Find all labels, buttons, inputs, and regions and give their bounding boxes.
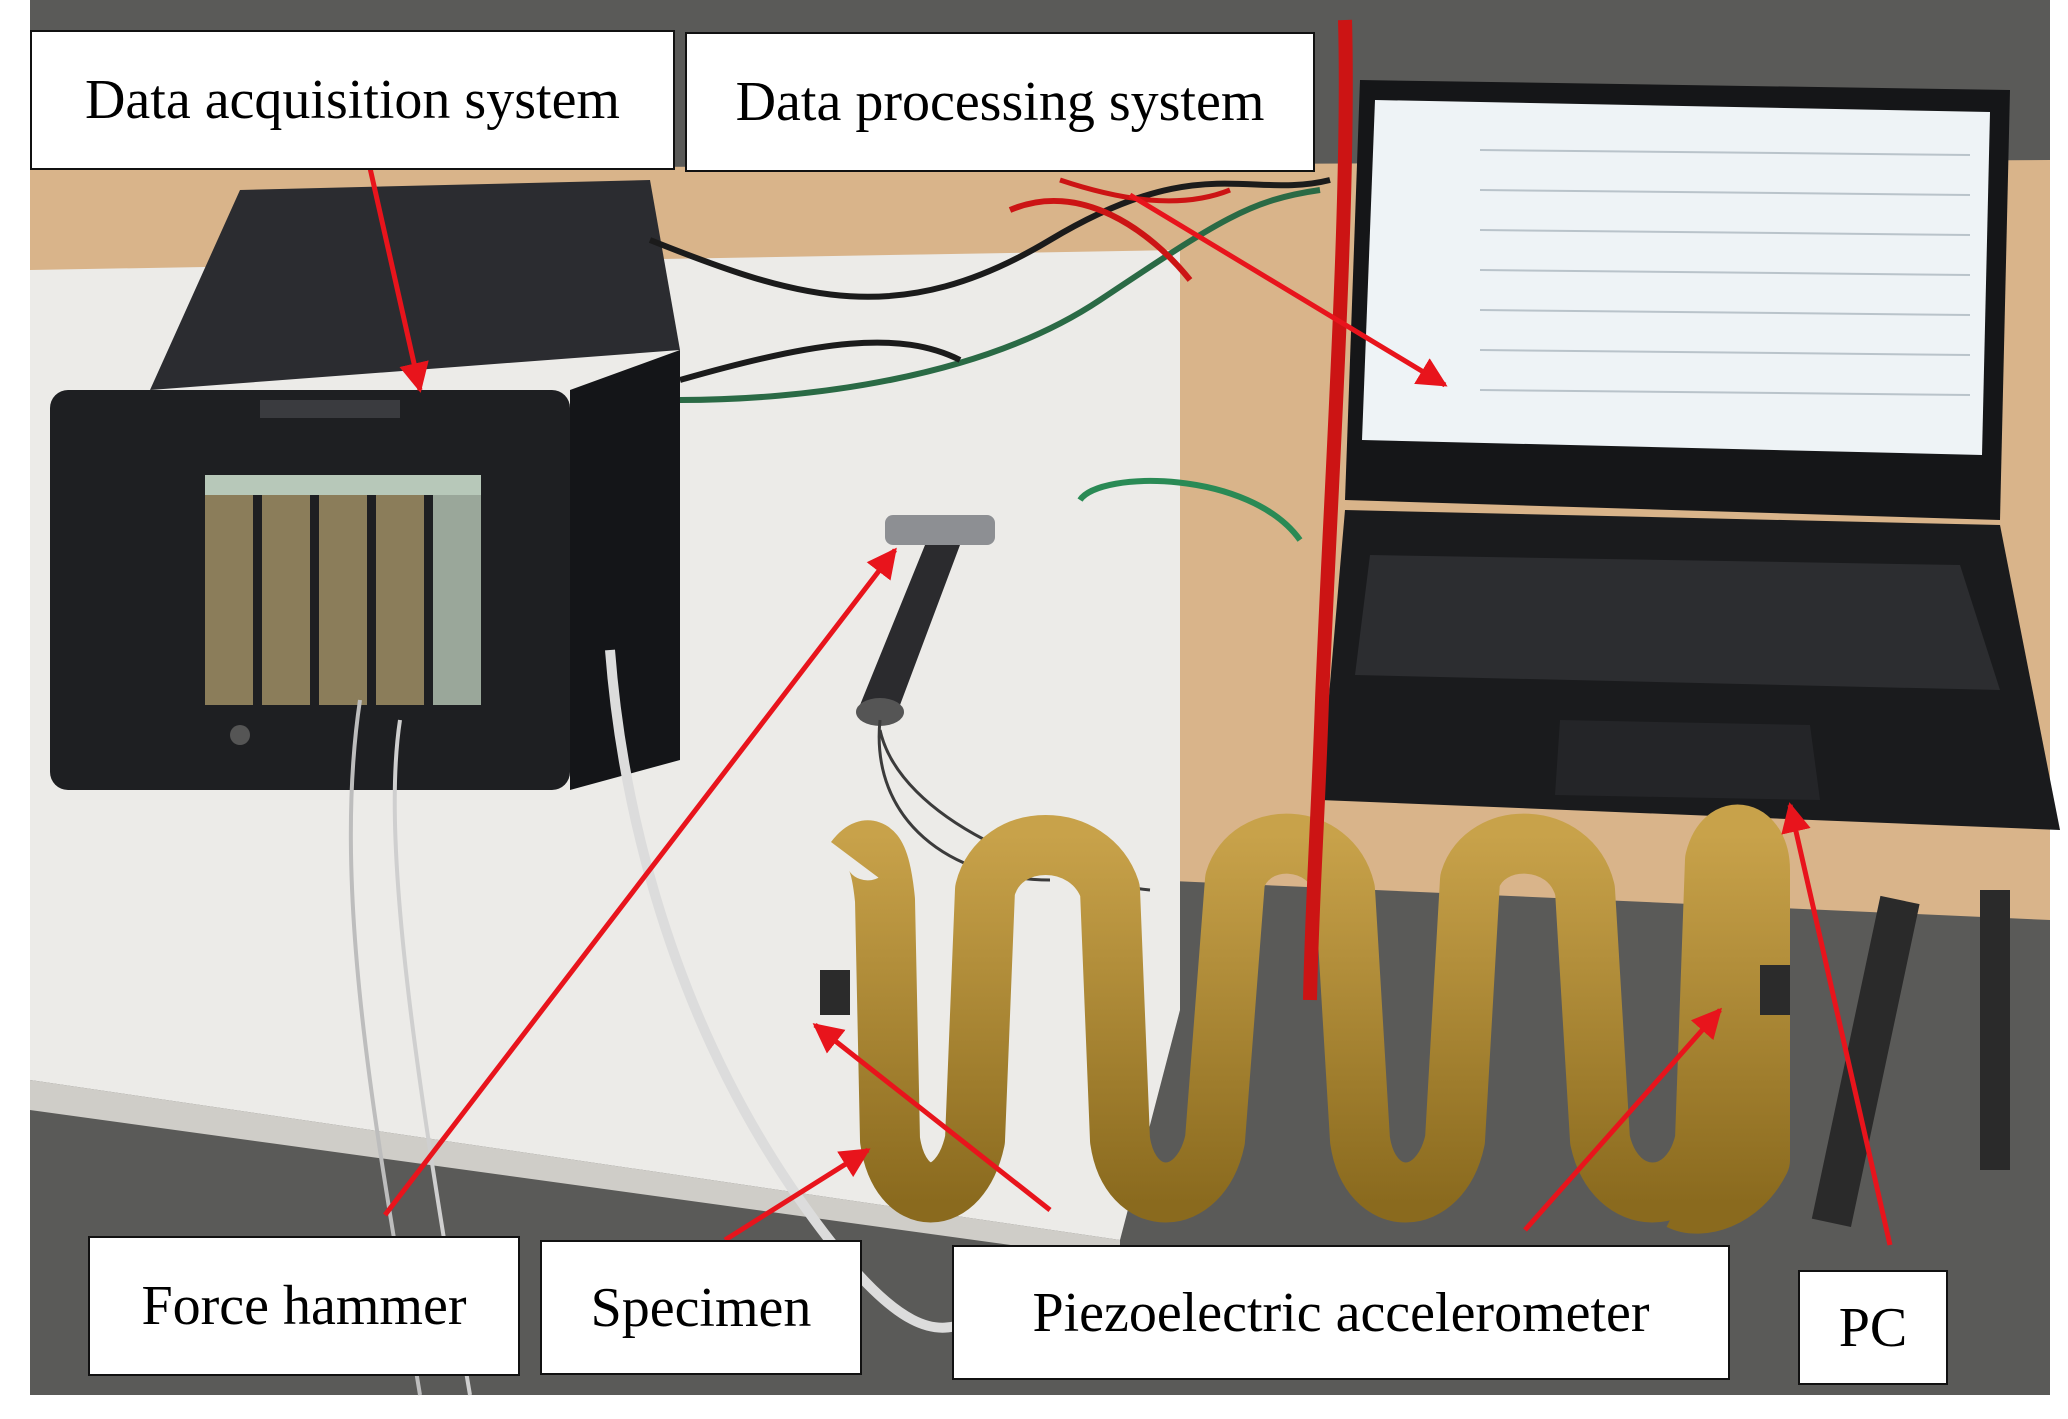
table-leg-left	[1811, 895, 1920, 1227]
label-data-processing-system: Data processing system	[685, 32, 1315, 172]
data-acquisition-device	[50, 180, 680, 790]
label-force-hammer: Force hammer	[88, 1236, 520, 1376]
arrow-accelerometer-left	[812, 1023, 1052, 1212]
table-leg-right	[1980, 890, 2010, 1170]
arrow-data-processing	[1128, 192, 1448, 388]
arrow-data-acquisition	[367, 167, 429, 393]
red-rope	[1008, 19, 1353, 1001]
arrow-pc	[1781, 802, 1893, 1246]
laptop	[1320, 80, 2060, 830]
arrow-force-hammer	[383, 547, 897, 1217]
annotation-arrows	[367, 167, 1893, 1246]
cloth-shadow	[30, 1080, 1120, 1260]
label-specimen: Specimen	[540, 1240, 862, 1375]
arrow-specimen	[723, 1147, 871, 1243]
arrow-accelerometer-right	[1523, 1007, 1722, 1232]
label-piezoelectric-accelerometer: Piezoelectric accelerometer	[952, 1245, 1730, 1380]
label-data-acquisition-system: Data acquisition system	[30, 30, 675, 170]
force-hammer	[856, 515, 1051, 882]
specimen-shape	[820, 804, 1790, 1234]
label-pc: PC	[1798, 1270, 1948, 1385]
